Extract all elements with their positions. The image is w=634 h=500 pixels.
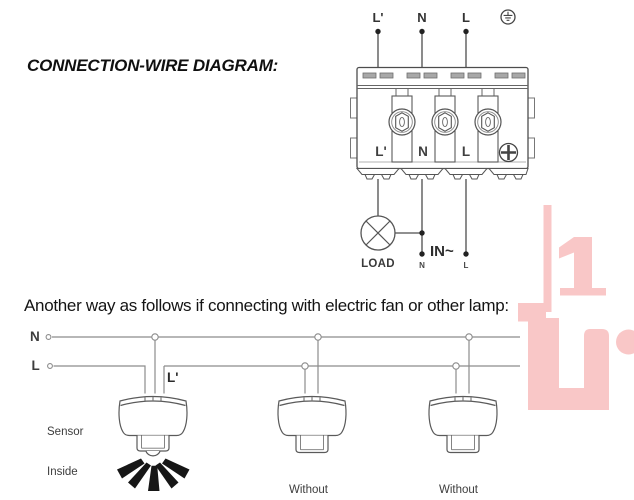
plain-device xyxy=(428,395,498,454)
sensor-dome-icon xyxy=(145,450,161,457)
wire-slot-icons xyxy=(362,72,526,79)
block-label-n: N xyxy=(418,144,428,159)
screw-terminal-icon xyxy=(431,88,459,163)
alt-section-intro: Another way as follows if connecting wit… xyxy=(24,296,509,315)
plain-device xyxy=(277,395,347,454)
input-l-label: L xyxy=(463,261,469,270)
alt-wiring-diagram xyxy=(45,333,520,491)
wire-label-n: N xyxy=(30,329,40,344)
wire-label-l: L xyxy=(31,357,40,373)
device1-caption: Sensor Inside xyxy=(47,399,83,494)
earth-ground-icon xyxy=(500,9,516,25)
top-label-l-out: L' xyxy=(372,10,384,25)
screw-terminal-icon xyxy=(474,88,502,163)
device3-caption: Without sensor xyxy=(439,457,478,500)
lamp-icon xyxy=(360,215,396,251)
input-l-terminal-dot xyxy=(463,251,469,257)
device1-caption-line1: Sensor xyxy=(47,425,84,438)
screw-terminal-icon xyxy=(388,88,416,163)
sensor-beam-icon xyxy=(117,458,190,491)
junction-dot xyxy=(419,230,425,236)
wire-label-l-out: L' xyxy=(167,369,179,385)
device1-caption-line2: Inside xyxy=(47,466,78,478)
terminal-block-diagram xyxy=(350,9,535,257)
sensor-device xyxy=(118,395,188,457)
top-label-l: L xyxy=(462,10,470,25)
load-label: LOAD xyxy=(361,258,395,270)
junction-nodes xyxy=(45,333,473,370)
device2-caption: Without sensor xyxy=(289,457,328,500)
terminal-block xyxy=(350,66,535,180)
watermark-logo-icon xyxy=(518,205,634,410)
device3-caption-line1: Without xyxy=(439,483,478,496)
input-n-terminal-dot xyxy=(419,251,425,257)
block-label-l: L xyxy=(461,144,471,159)
top-label-n: N xyxy=(417,10,427,25)
page-title: CONNECTION-WIRE DIAGRAM: xyxy=(27,56,279,75)
input-n-label: N xyxy=(419,261,425,270)
input-ac-label: IN~ xyxy=(430,243,454,260)
block-label-l-out: L' xyxy=(375,144,387,159)
clamp-feet-icons xyxy=(355,168,529,180)
device2-caption-line1: Without xyxy=(289,483,328,496)
cross-screw-icon xyxy=(498,142,519,163)
